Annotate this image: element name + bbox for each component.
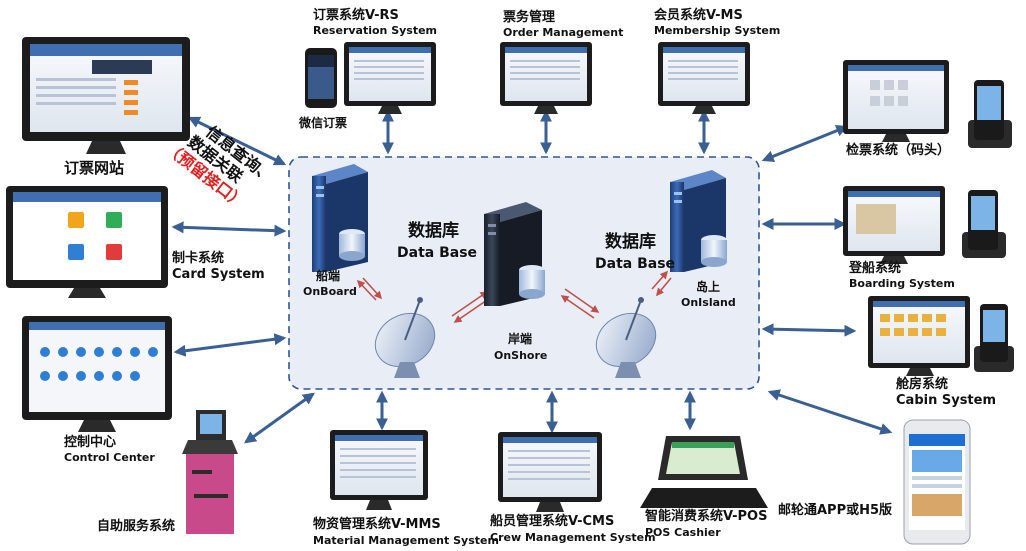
material-label-zh: 物资管理系统V-MMS <box>313 517 441 532</box>
membership-monitor-icon <box>658 42 750 114</box>
arrow-control <box>173 333 287 357</box>
self-service-kiosk-icon <box>182 410 238 534</box>
app-phone-icon <box>903 419 971 545</box>
crew-label-zh: 船员管理系统V-CMS <box>490 514 615 529</box>
arrow-card <box>171 221 287 237</box>
boarding-monitor-icon <box>843 186 945 264</box>
booking-site-monitor-icon <box>22 37 190 154</box>
card-label-en: Card System <box>172 267 265 282</box>
cabin-label-en: Cabin System <box>896 393 997 408</box>
database-right-label-zh: 数据库 <box>605 232 656 252</box>
app-label: 邮轮通APP或H5版 <box>778 503 893 518</box>
reservation-label-en: Reservation System <box>313 24 438 37</box>
onshore-label-en: OnShore <box>494 349 548 362</box>
pos-label-en: POS Cashier <box>645 526 721 539</box>
boarding-label-en: Boarding System <box>849 277 955 290</box>
onisland-label-en: OnIsland <box>681 296 736 309</box>
onboard-label-en: OnBoard <box>303 285 357 298</box>
control-label-en: Control Center <box>64 451 155 464</box>
boarding-label-zh: 登船系统 <box>849 261 902 276</box>
onboard-server-icon <box>312 164 368 272</box>
crew-monitor-icon <box>498 432 602 512</box>
material-label-en: Material Management System <box>313 534 499 547</box>
ticket-check-label: 检票系统（码头） <box>846 143 951 158</box>
membership-label-zh: 会员系统V-MS <box>654 8 743 23</box>
reservation-label-zh: 订票系统V-RS <box>313 8 399 23</box>
database-left-label-en: Data Base <box>397 245 478 261</box>
order-monitor-icon <box>500 42 592 114</box>
onshore-server-icon <box>484 202 545 306</box>
order-label-en: Order Management <box>503 26 624 39</box>
card-label-zh: 制卡系统 <box>172 251 225 266</box>
satellite-dish-icon-right <box>595 297 657 378</box>
ticket-check-handheld-icon <box>968 80 1012 148</box>
satellite-dish-icon-left <box>374 297 436 378</box>
self-service-label: 自助服务系统 <box>97 519 176 534</box>
pos-label-zh: 智能消费系统V-POS <box>645 509 768 524</box>
connector-arrows <box>171 109 893 444</box>
reservation-monitor-icon <box>344 42 436 114</box>
cabin-monitor-icon <box>868 296 970 376</box>
arrow-cabin <box>761 323 857 337</box>
control-center-monitor-icon <box>22 316 172 432</box>
onboard-label-zh: 船端 <box>316 269 341 283</box>
ticket-check-monitor-icon <box>843 60 949 142</box>
database-left-label-zh: 数据库 <box>408 221 459 241</box>
crew-label-en: Crew Management System <box>490 531 656 544</box>
wechat-phone-icon <box>305 48 337 108</box>
database-right-label-en: Data Base <box>595 256 676 272</box>
cabin-handheld-icon <box>974 304 1014 372</box>
arrow-ticket-check <box>761 125 849 162</box>
pos-terminal-icon <box>640 436 768 508</box>
onshore-label-zh: 岸端 <box>508 332 533 346</box>
wechat-label: 微信订票 <box>299 116 348 130</box>
onisland-label-zh: 岛上 <box>696 280 721 294</box>
onisland-server-icon <box>670 170 727 272</box>
control-label-zh: 控制中心 <box>64 435 117 450</box>
arrow-self-service <box>244 392 315 444</box>
cabin-label-zh: 舱房系统 <box>896 377 949 392</box>
material-monitor-icon <box>330 430 428 510</box>
boarding-handheld-icon <box>962 190 1006 258</box>
arrow-booking-site <box>187 116 287 166</box>
order-label-zh: 票务管理 <box>503 10 556 25</box>
arrow-app <box>767 389 893 435</box>
booking-site-label: 订票网站 <box>64 159 125 177</box>
membership-label-en: Membership System <box>654 24 781 37</box>
card-system-monitor-icon <box>6 186 168 298</box>
